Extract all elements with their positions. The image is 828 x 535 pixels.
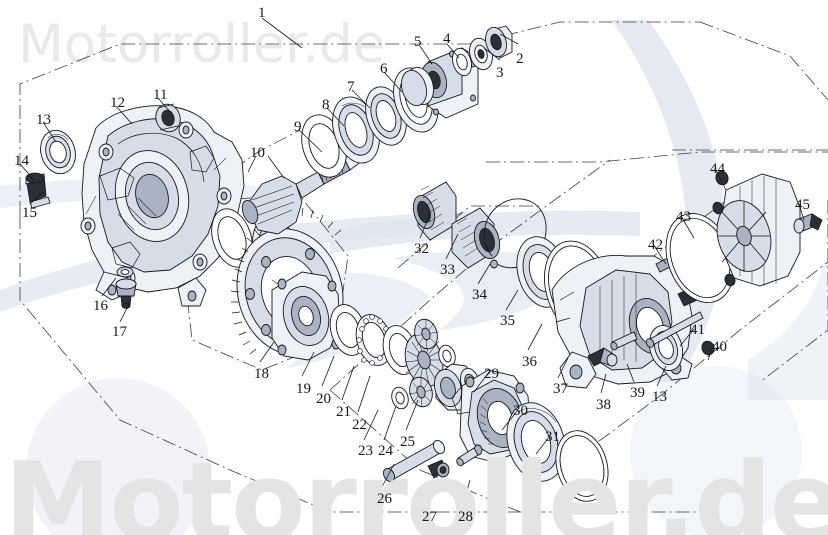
callout-11: 11: [153, 87, 168, 103]
part-13-oil-seal-left: [40, 129, 76, 175]
part-29-diff-carrier-left: [271, 271, 341, 361]
part-17-drain-bolt: [115, 278, 137, 309]
part-27-lock-bolt: [427, 459, 450, 479]
callout-21: 21: [336, 404, 351, 420]
callout-17: 17: [112, 324, 127, 340]
part-4-flat-washer: [452, 47, 472, 77]
part-23-pinion-thrust-washer-a: [391, 386, 409, 410]
callout-23: 23: [358, 443, 373, 459]
part-24-differential-pinion-gear-a: [408, 376, 434, 408]
callout-18: 18: [254, 366, 269, 382]
callout-16: 16: [93, 298, 108, 314]
part-44-cooling-fan: [712, 170, 801, 287]
callout-1: 1: [258, 5, 266, 21]
part-32-needle-roller-bearing: [412, 181, 457, 241]
part-41-shift-rod: [645, 311, 704, 348]
callout-19: 19: [296, 381, 311, 397]
callout-22: 22: [352, 417, 367, 433]
callout-7: 7: [347, 79, 355, 95]
callout-36: 36: [522, 354, 537, 370]
callout-12: 12: [110, 95, 125, 111]
callout-40: 40: [712, 339, 727, 355]
callout-41: 41: [690, 322, 705, 338]
callout-28: 28: [458, 509, 473, 525]
callout-26: 26: [377, 491, 392, 507]
callout-9: 9: [294, 119, 302, 135]
callout-13: 13: [36, 112, 51, 128]
part-26-cross-pin: [382, 439, 446, 483]
part-14-breather-plug: [25, 172, 47, 203]
watermark-top: Motorroller.de: [18, 14, 386, 75]
callout-43: 43: [676, 209, 691, 225]
callout-20: 20: [316, 391, 331, 407]
fan-blades: [718, 202, 770, 272]
callout-35: 35: [500, 313, 515, 329]
callout-10: 10: [250, 145, 265, 161]
part-39-dowel-pin: [610, 331, 638, 351]
internal-splines: [479, 397, 493, 445]
callout-34: 34: [472, 287, 487, 303]
callout-14: 14: [14, 153, 29, 169]
callout-42: 42: [648, 237, 663, 253]
callout-44: 44: [710, 161, 725, 177]
part-33-splined-coupling: [451, 207, 501, 269]
leader-lines: [19, 17, 805, 506]
callout-13: 13: [652, 389, 667, 405]
callout-38: 38: [596, 397, 611, 413]
callout-30: 30: [513, 403, 528, 419]
callout-31: 31: [545, 429, 560, 445]
callout-27: 27: [422, 509, 437, 525]
callout-45: 45: [795, 197, 810, 213]
callout-37: 37: [553, 381, 568, 397]
callout-8: 8: [322, 97, 330, 113]
part-16-sealing-washer: [116, 266, 134, 278]
part-30-ball-bearing: [506, 402, 566, 482]
part-11-bushing: [155, 103, 181, 133]
watermark-bottom: Motorroller.de: [4, 440, 828, 535]
callout-5: 5: [414, 34, 422, 50]
callout-32: 32: [414, 241, 429, 257]
part-28-roll-pin: [456, 447, 479, 467]
callout-25: 25: [400, 434, 415, 450]
part-45-cover-bolt: [793, 213, 823, 234]
callout-2: 2: [516, 51, 524, 67]
callout-4: 4: [443, 31, 451, 47]
needle-rollers: [420, 185, 445, 231]
part-38-flange-bolt: [587, 347, 618, 367]
part-2-flange-nut: [485, 25, 513, 59]
callout-29: 29: [484, 366, 499, 382]
part-9-shim-washer-left: [211, 208, 253, 268]
callout-24: 24: [378, 443, 393, 459]
callout-3: 3: [496, 65, 504, 81]
callout-6: 6: [380, 61, 388, 77]
part-12-differential-case-left: [80, 105, 245, 307]
callout-33: 33: [440, 262, 455, 278]
callout-39: 39: [630, 385, 645, 401]
part-15-washer: [29, 196, 51, 209]
part-31-o-ring: [555, 430, 609, 502]
part-24-differential-pinion-gear-b: [413, 318, 439, 350]
callout-15: 15: [22, 205, 37, 221]
